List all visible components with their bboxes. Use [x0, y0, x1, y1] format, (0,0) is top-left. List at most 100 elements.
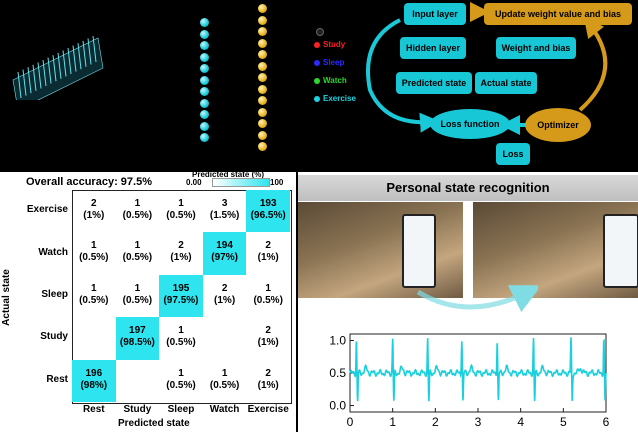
y-tick-label: 0.5 [329, 366, 346, 380]
matrix-cell: 197 (98.5%) [115, 317, 160, 360]
matrix-cell: 1 (0.5%) [253, 282, 283, 306]
dot-icon [314, 95, 320, 102]
matrix-cell: 1 (0.5%) [122, 240, 153, 264]
matrix-cell: 1 (0.5%) [209, 367, 240, 391]
matrix-cell [72, 317, 116, 359]
col-label: Study [123, 404, 152, 415]
matrix-cell: 2 (1%) [257, 325, 279, 349]
strip-line [72, 45, 77, 72]
update-weights-box: Update weight value and bias [484, 3, 632, 25]
network-node [200, 121, 209, 131]
x-tick-label: 2 [432, 415, 439, 429]
matrix-cell: 196 (98%) [72, 359, 116, 402]
strip-line [32, 64, 37, 91]
strip-line [37, 62, 42, 89]
x-tick-label: 0 [347, 415, 354, 429]
loss-function-box: Loss function [430, 109, 510, 139]
row-label: Sleep [41, 289, 68, 300]
input-layer-box: Input layer [404, 3, 466, 25]
matrix-cell: 2 (1%) [257, 240, 279, 264]
x-axis-title: Predicted state [118, 418, 190, 429]
matrix-cell [116, 360, 160, 402]
matrix-cell: 2 (1%) [257, 367, 279, 391]
optimizer-node: Optimizer [525, 108, 591, 142]
network-node [258, 61, 267, 71]
network-node [258, 142, 267, 151]
strip-line [82, 40, 87, 67]
recognition-arrow [416, 285, 538, 313]
network-node [258, 107, 267, 117]
matrix-cell: 3 (1.5%) [209, 198, 240, 221]
matrix-cell: 2 (1%) [83, 198, 105, 221]
network-node [258, 27, 267, 36]
x-tick-label: 4 [517, 415, 524, 429]
strip-line [52, 55, 57, 82]
network-node [200, 133, 209, 142]
matrix-cell: 1 (0.5%) [122, 198, 153, 221]
recognition-title-bar [298, 175, 638, 201]
colorbar-title: Predicted state (%) [192, 170, 265, 179]
matrix-cell: 193 (96.5%) [246, 190, 290, 233]
x-tick-label: 3 [475, 415, 482, 429]
legend-item-sleep: Sleep [314, 58, 344, 67]
matrix-cell: 2 (1%) [214, 282, 236, 306]
matrix-cell: 1 (0.5%) [166, 325, 196, 349]
strip-line [57, 52, 62, 79]
network-node [200, 110, 209, 119]
colorbar-max: 100 [270, 178, 284, 187]
matrix-cell: 195 (97.5%) [159, 274, 203, 318]
matrix-cell [203, 317, 247, 359]
confusion-matrix-panel: Overall accuracy: 97.5% Predicted state … [0, 170, 296, 432]
matrix-cell: 2 (1%) [170, 240, 192, 264]
matrix-frame [72, 190, 292, 404]
strip-line [77, 43, 82, 70]
matrix-cell: 1 (0.5%) [166, 367, 196, 391]
phone-icon [402, 214, 436, 288]
network-node [200, 41, 209, 50]
y-tick-label: 0.0 [329, 399, 346, 413]
predicted-state-box: Predicted state [396, 72, 472, 94]
colorbar-min: 0.00 [186, 178, 202, 187]
strip-line [62, 50, 67, 77]
chart-background [310, 326, 636, 432]
weight-bias-box: Weight and bias [496, 37, 576, 59]
network-node [258, 119, 267, 128]
col-label: Watch [209, 404, 240, 415]
recognition-title: Personal state recognition [386, 180, 550, 195]
colorbar [212, 178, 270, 187]
strip-line [27, 67, 32, 94]
matrix-cell: 1 (0.5%) [79, 282, 109, 306]
overall-accuracy: Overall accuracy: 97.5% [26, 176, 152, 188]
x-tick-label: 6 [603, 415, 610, 429]
y-tick-label: 1.0 [329, 334, 346, 348]
actual-state-box: Actual state [475, 72, 537, 94]
row-label: Rest [46, 373, 68, 385]
loss-box: Loss [496, 143, 530, 165]
legend-item-study: Study [314, 40, 345, 49]
row-label: Exercise [26, 204, 68, 216]
network-node [258, 15, 267, 25]
dot-icon [314, 77, 320, 84]
network-node [258, 130, 267, 140]
strip-line [42, 59, 47, 87]
network-node [200, 64, 209, 73]
ecg-series-line [349, 337, 607, 402]
strip-line [87, 38, 92, 65]
state-legend: Study Sleep Watch Exercise [314, 28, 384, 120]
col-label: Sleep [167, 404, 195, 415]
network-node [258, 4, 267, 13]
dot-icon [314, 41, 320, 48]
network-node [200, 87, 209, 96]
matrix-grid: 2 (1%) 1 (0.5%) 1 (0.5%) 3 (1.5%) 193 (96.5%… [72, 190, 290, 402]
network-node [258, 96, 267, 105]
matrix-cell: 1 (0.5%) [79, 240, 109, 264]
network-node [200, 18, 209, 27]
photo-left [298, 202, 463, 298]
neural-network-nodes [0, 0, 638, 170]
matrix-cell: 194 (97%) [202, 232, 247, 275]
col-label: Rest [82, 404, 105, 415]
network-node [200, 98, 209, 108]
network-node [258, 50, 267, 59]
row-label: Study [40, 331, 68, 343]
